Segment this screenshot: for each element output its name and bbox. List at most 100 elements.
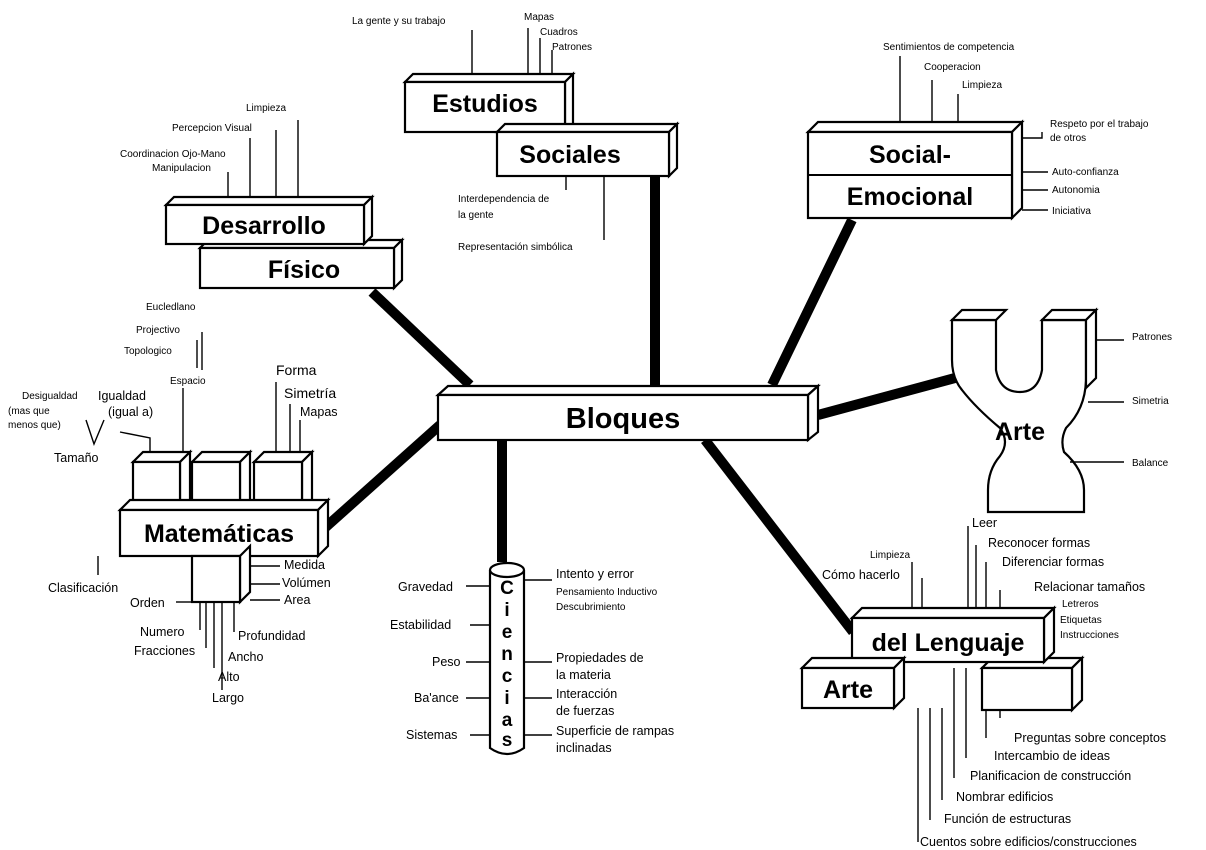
label-projectivo: Projectivo [136,325,180,336]
ciencias-letter: i [504,688,509,709]
center-title: Bloques [566,403,680,435]
label-letreros: Letreros [1062,599,1099,610]
label-medida: Medida [284,558,325,572]
label-pensamiento: Pensamiento Inductivo [556,587,658,598]
desarrollo-fisico-node: Desarrollo Físico Limpieza Percepcion Vi… [120,103,405,291]
ciencias-letter: C [500,578,514,599]
label-eucledlano: Eucledlano [146,302,196,313]
label-mapas-mat: Mapas [300,405,338,419]
label-propiedades: Propiedades de [556,651,644,665]
label-interdependencia: Interdependencia de [458,194,550,205]
label-espacio: Espacio [170,376,206,387]
label-de-otros: de otros [1050,133,1086,144]
arte-lenguaje-title: Arte [823,676,873,704]
label-sentimientos: Sentimientos de competencia [883,42,1015,53]
desarrollo-title: Desarrollo [202,212,326,240]
spokes [314,176,957,636]
label-sistemas: Sistemas [406,728,457,742]
label-balance-cien: Ba'ance [414,691,459,705]
label-limpieza-df: Limpieza [246,103,286,114]
label-la-materia: la materia [556,668,611,682]
label-cuadros: Cuadros [540,27,578,38]
label-respeto: Respeto por el trabajo [1050,119,1149,130]
label-auto-confianza: Auto-confianza [1052,167,1119,178]
label-manipulacion: Manipulacion [152,163,211,174]
fisico-title: Físico [268,256,340,284]
label-ancho: Ancho [228,650,263,664]
label-percepcion: Percepcion Visual [172,123,252,134]
label-orden: Orden [130,596,165,610]
ciencias-letter: e [502,622,513,643]
label-iniciativa: Iniciativa [1052,206,1091,217]
label-interaccion: Interacción [556,687,617,701]
label-peso: Peso [432,655,461,669]
social-title: Social- [869,141,951,169]
label-patrones: Patrones [552,42,592,53]
arte-y-node: Arte Patrones Simetria Balance [949,307,1172,514]
arte-y-title: Arte [995,418,1045,446]
label-volumen: Volúmen [282,576,331,590]
spoke-matematicas [314,421,444,538]
label-mapas: Mapas [524,12,554,23]
label-superficie: Superficie de rampas [556,724,674,738]
label-relacionar: Relacionar tamaños [1034,580,1145,594]
label-area: Area [284,593,310,607]
label-desigualdad: Desigualdad [22,391,78,402]
label-simetria-mat: Simetría [284,385,336,401]
matematicas-title: Matemáticas [144,520,294,548]
label-clasificacion: Clasificación [48,581,118,595]
matematicas-node: Matemáticas Eucledlano Projectivo Topolo… [8,302,338,705]
ciencias-letter: i [504,600,509,621]
label-limpieza-len: Limpieza [870,550,910,561]
label-reconocer: Reconocer formas [988,536,1090,550]
label-descubrimiento: Descubrimiento [556,602,626,613]
label-tamano: Tamaño [54,451,99,465]
spoke-arte-y [816,373,957,420]
spoke-desarrollo [368,288,474,389]
label-topologico: Topologico [124,346,172,357]
ciencias-node: C i e n c i a s Gravedad Estabilidad Pes… [390,561,674,756]
label-instrucciones: Instrucciones [1060,630,1119,641]
label-nombrar: Nombrar edificios [956,790,1053,804]
label-coordinacion: Coordinacion Ojo-Mano [120,149,226,160]
lenguaje-title: del Lenguaje [872,629,1025,657]
label-leer: Leer [972,516,997,530]
label-diferenciar: Diferenciar formas [1002,555,1104,569]
social-emocional-node: Social- Emocional Sentimientos de compet… [805,42,1149,221]
label-etiquetas: Etiquetas [1060,615,1102,626]
label-largo: Largo [212,691,244,705]
lenguaje-node: del Lenguaje Arte Limpieza Cómo hacerlo … [799,516,1166,849]
label-profundidad: Profundidad [238,629,305,643]
ciencias-letter: n [501,644,513,665]
estudios-title: Estudios [432,90,538,118]
label-gente-trabajo: La gente y su trabajo [352,16,446,27]
label-cooperacion: Cooperacion [924,62,981,73]
label-patrones-arte: Patrones [1132,332,1172,343]
label-menos-que: menos que) [8,420,61,431]
label-simetria-arte: Simetria [1132,396,1169,407]
label-intento-error: Intento y error [556,567,634,581]
ciencias-letter: c [502,666,513,687]
label-cuentos: Cuentos sobre edificios/construcciones [920,835,1137,849]
label-representacion: Representación simbólica [458,242,573,253]
label-preguntas: Preguntas sobre conceptos [1014,731,1166,745]
spoke-lenguaje [701,436,857,636]
label-planificacion: Planificacion de construcción [970,769,1131,783]
label-igual-a: (igual a) [108,405,153,419]
label-forma: Forma [276,362,317,378]
label-igualdad: Igualdad [98,389,146,403]
label-autonomia: Autonomia [1052,185,1100,196]
ciencias-letter: a [502,710,513,731]
label-limpieza-se: Limpieza [962,80,1002,91]
label-alto: Alto [218,670,240,684]
emocional-title: Emocional [847,183,973,211]
label-fracciones: Fracciones [134,644,195,658]
label-de-fuerzas: de fuerzas [556,704,614,718]
estudios-sociales-node: Estudios Sociales La gente y su trabajo … [352,12,680,253]
sociales-title: Sociales [519,141,620,169]
spoke-social [767,217,857,388]
label-gravedad: Gravedad [398,580,453,594]
label-estabilidad: Estabilidad [390,618,451,632]
label-inclinadas: inclinadas [556,741,612,755]
label-mas-que: (mas que [8,406,50,417]
